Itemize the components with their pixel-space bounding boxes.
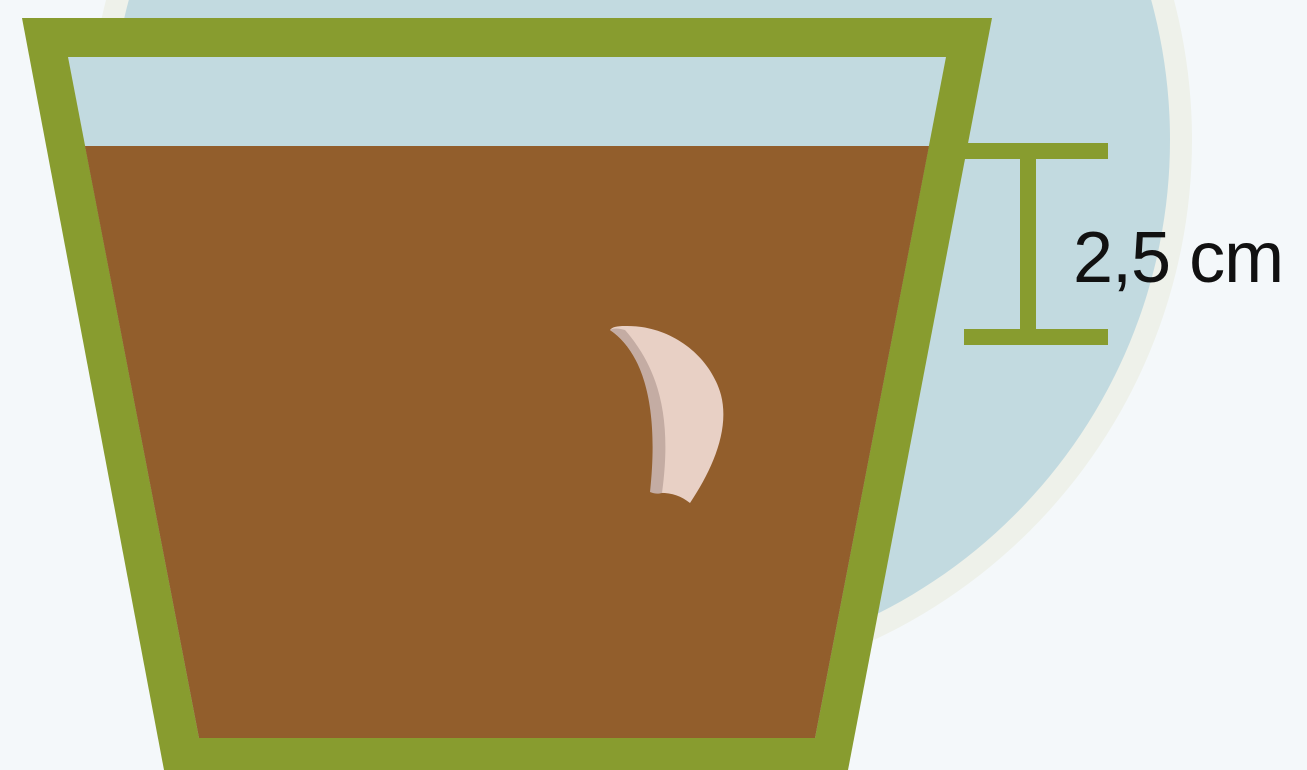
soil bbox=[85, 146, 929, 738]
depth-measurement-label: 2,5 cm bbox=[1073, 218, 1283, 298]
